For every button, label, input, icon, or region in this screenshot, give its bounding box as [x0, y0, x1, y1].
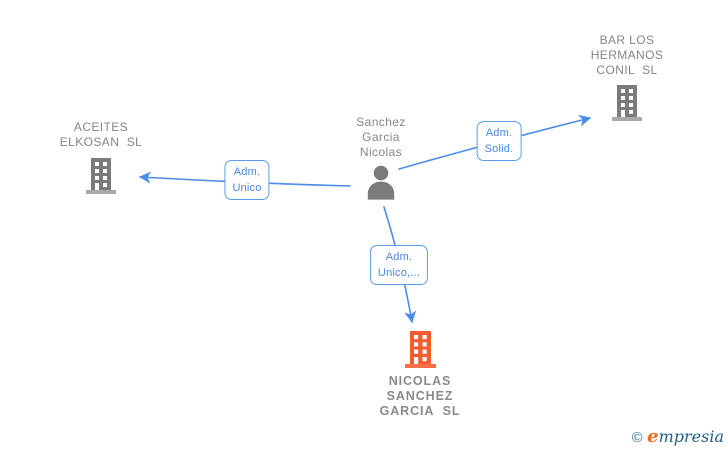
- building-icon-highlighted: [404, 331, 436, 368]
- edge-label-adm-solid[interactable]: Adm. Solid.: [476, 121, 522, 161]
- copyright-symbol: ©: [630, 430, 645, 446]
- edge-label-adm-unico[interactable]: Adm. Unico: [224, 160, 270, 200]
- node-label: ACEITES ELKOSAN SL: [59, 120, 143, 149]
- node-bar-los-hermanos-conil[interactable]: BAR LOS HERMANOS CONIL SL: [567, 33, 687, 121]
- node-sanchez-garcia-nicolas[interactable]: Sanchez Garcia Nicolas: [321, 115, 441, 200]
- node-label: NICOLAS SANCHEZ GARCIA SL: [379, 374, 461, 418]
- node-nicolas-sanchez-garcia[interactable]: NICOLAS SANCHEZ GARCIA SL: [360, 331, 480, 419]
- person-icon: [367, 165, 395, 200]
- edge-label-adm-unico-etc[interactable]: Adm. Unico,...: [369, 245, 429, 285]
- node-label: Sanchez Garcia Nicolas: [356, 115, 406, 159]
- node-aceites-elkosan[interactable]: ACEITES ELKOSAN SL: [41, 120, 161, 194]
- empresia-logo-text: mpresia: [658, 427, 724, 446]
- empresia-watermark: ©empresia: [630, 426, 724, 447]
- node-label: BAR LOS HERMANOS CONIL SL: [590, 33, 664, 77]
- building-icon: [86, 158, 116, 194]
- empresia-logo-initial: e: [647, 426, 659, 447]
- building-icon: [612, 85, 642, 121]
